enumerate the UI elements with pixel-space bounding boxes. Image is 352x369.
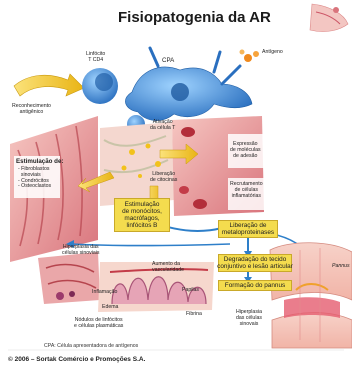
joint-thumbnail-icon (302, 2, 350, 40)
label-aumento-vascularidade: Aumento da vascularidade (152, 262, 184, 274)
label-linfocito: Linfócito T CD4 (86, 52, 105, 64)
synovium-bottom-left-panel (38, 252, 100, 304)
box-formacao-pannus-text: Formação do pannus (225, 282, 285, 289)
antigen-icon (240, 50, 260, 63)
box-formacao-pannus: Formação do pannus (218, 280, 292, 291)
box-estimulacao-monocitos-text: Estimulação de monócitos, macrófagos, li… (122, 201, 162, 229)
recognition-arrow (14, 74, 84, 96)
label-inflamacao: Inflamação (92, 290, 117, 296)
label-ativacao: Ativação da célula T (150, 120, 175, 132)
footnote-cpa: CPA: Célula apresentadora de antígenos (44, 344, 138, 350)
cpa-cell-icon (125, 48, 252, 121)
label-fibrina: Fibrina (186, 312, 202, 318)
label-reconhecimento: Reconhecimento antigênico (12, 104, 51, 116)
label-liberacao-citocinas: Liberação de citocinas (150, 172, 177, 184)
box-liberacao-metaloproteinases: Liberação de metaloproteinases (218, 220, 278, 238)
label-nodulos: Nódulos de linfócitos e células plasmáti… (74, 318, 123, 330)
lymphocyte-cell-icon (82, 68, 118, 104)
box-liberacao-metaloproteinases-text: Liberação de metaloproteinases (222, 222, 274, 236)
vessel-tissue-panel (172, 116, 264, 216)
label-edema: Edema (102, 305, 118, 311)
label-papilas: Papilas (182, 288, 199, 294)
label-expressao: Expressão de moléculas de adesão (230, 142, 261, 159)
diagram-title: Fisiopatogenia da AR (118, 10, 271, 27)
label-antigeno: Antígeno (262, 50, 283, 56)
label-pannus: Pannus (332, 264, 350, 270)
box-degradacao: Degradação do tecido conjuntivo e lesão … (218, 254, 292, 272)
box-degradacao-text: Degradação do tecido conjuntivo e lesão … (217, 256, 293, 270)
box-estimulacao-monocitos: Estimulação de monócitos, macrófagos, li… (114, 198, 170, 232)
label-cpa: CPA (162, 58, 174, 65)
label-estimulacao-title: Estimulação de: (16, 159, 63, 166)
cytokine-tissue-panel (100, 122, 174, 206)
label-estimulacao-items: - Fibroblastos sinoviais - Condrócitos -… (18, 167, 51, 190)
label-recrutamento: Recrutamento de células inflamatórias (230, 182, 263, 199)
label-hiperplasia-sinovais: Hiperplasia das células sinovais (236, 310, 262, 327)
label-hiperplasia-sinoviais: Hiperplasia das células sinoviais (62, 245, 99, 257)
copyright-text: © 2006 – Sortak Comércio e Promoções S.A… (8, 356, 145, 363)
